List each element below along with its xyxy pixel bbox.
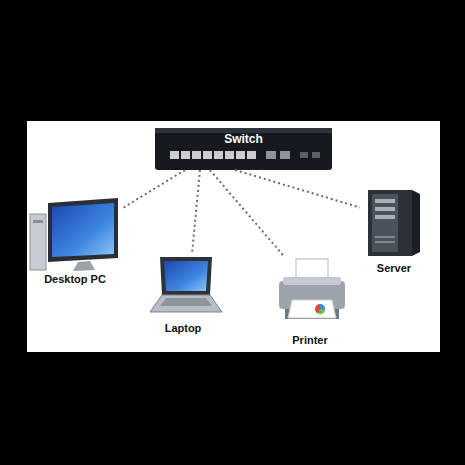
server-front: [372, 194, 398, 252]
laptop-base: [150, 295, 222, 312]
device-node: Desktop PC: [28, 195, 122, 287]
switch-port: [192, 151, 201, 159]
network-link: [122, 170, 185, 209]
device-label: Server: [377, 262, 411, 275]
printer-top: [283, 277, 341, 285]
switch-port: [225, 151, 234, 159]
switch-port: [247, 151, 256, 159]
server-vent: [375, 241, 395, 243]
monitor-screen: [52, 203, 114, 257]
switch-port: [236, 151, 245, 159]
switch-port: [300, 152, 308, 158]
pc-tower: [30, 214, 46, 270]
device-label: Printer: [292, 334, 327, 347]
monitor-bezel: [48, 198, 118, 262]
pc-drive: [33, 220, 43, 223]
server-side: [412, 190, 420, 256]
switch-port: [312, 152, 320, 158]
device-label: Desktop PC: [44, 273, 106, 286]
network-link: [210, 170, 283, 255]
server-case: [368, 190, 412, 256]
switch-port: [170, 151, 179, 159]
server-drive: [375, 207, 395, 211]
pie-chart: [315, 304, 325, 314]
pie-slice: [318, 309, 325, 314]
server-vent: [375, 236, 395, 238]
switch-port: [280, 151, 290, 159]
laptop-keyboard: [160, 298, 212, 306]
switch-port: [214, 151, 223, 159]
switch-port: [266, 151, 276, 159]
laptop-lid: [160, 257, 212, 295]
device-label: Laptop: [165, 322, 202, 335]
switch-label: Switch: [224, 132, 263, 146]
server-drive: [375, 215, 395, 219]
device-node: Laptop: [148, 252, 218, 336]
device-node: Server: [360, 186, 428, 276]
printer-output: [288, 300, 336, 318]
device-node: Printer: [272, 255, 348, 348]
switch-node: Switch: [155, 128, 332, 170]
switch-body: [155, 128, 332, 170]
network-link: [235, 170, 360, 208]
switch-port: [181, 151, 190, 159]
monitor-stand: [73, 261, 95, 271]
switch-port: [203, 151, 212, 159]
server-drive: [375, 199, 395, 203]
network-link: [192, 170, 200, 252]
laptop-screen: [164, 261, 208, 291]
pie-slice: [320, 304, 325, 309]
